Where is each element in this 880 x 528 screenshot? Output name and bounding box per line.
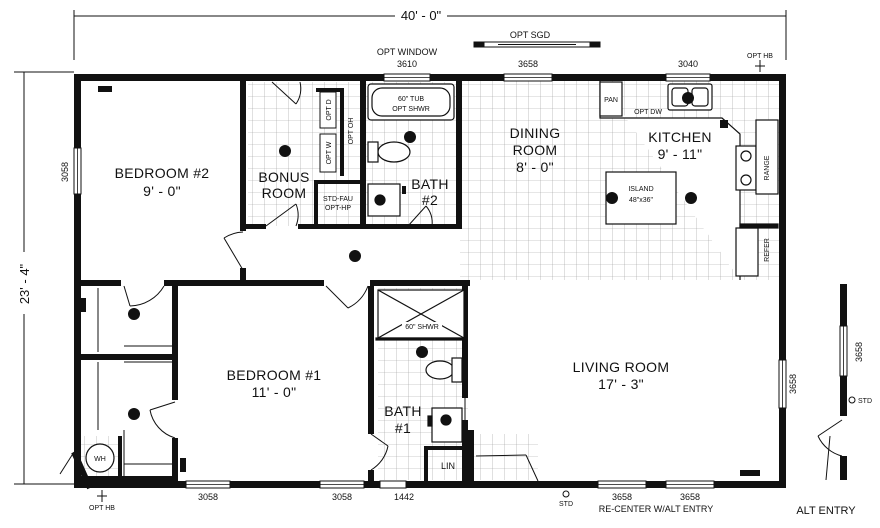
interior-walls: [81, 81, 474, 481]
bonus-line1: BONUS: [258, 169, 309, 185]
entry-tile: [474, 434, 538, 480]
opt-hb-bottom-label: OPT HB: [89, 505, 115, 512]
opt-w-label: OPT W: [326, 141, 333, 164]
window-3610-label: 3610: [397, 59, 417, 69]
fau-label-1: STD-FAU: [323, 196, 353, 203]
tub-opt-label: OPT SHWR: [392, 106, 430, 113]
lin-label: LIN: [441, 461, 455, 471]
window-3658-top-label: 3658: [518, 59, 538, 69]
bonus-line2: ROOM: [262, 185, 307, 201]
width-dimension-text: 40' - 0": [401, 8, 442, 23]
dining-size: 8' - 0": [516, 159, 554, 175]
std-bottom-label: STD: [559, 501, 573, 508]
alt-entry-label: ALT ENTRY: [796, 505, 856, 517]
opt-dw-label: OPT DW: [634, 109, 662, 116]
bedroom2-size: 9' - 0": [143, 183, 181, 199]
bath1-line2: #1: [395, 420, 411, 436]
bedroom2-name: BEDROOM #2: [115, 165, 210, 181]
kitchen-name: KITCHEN: [648, 129, 712, 145]
opt-oh-label: OPT OH: [348, 118, 355, 145]
window-3058-left-label: 3058: [60, 162, 70, 182]
re-center-label: RE-CENTER W/ALT ENTRY: [599, 504, 714, 514]
window-1442-label: 1442: [394, 492, 414, 502]
bath2-line1: BATH: [411, 176, 449, 192]
window-3058-b1-label: 3058: [198, 492, 218, 502]
bedroom1-name: BEDROOM #1: [227, 367, 322, 383]
alt-entry: [817, 284, 848, 481]
wh-label: WH: [94, 456, 106, 463]
depth-label: 23' - 4": [17, 263, 32, 304]
water-heater: [85, 443, 115, 473]
shower-text: 60" SHWR: [405, 324, 439, 331]
fau-label-2: OPT-HP: [325, 205, 351, 212]
kitchen-light: [682, 92, 694, 104]
pan-label: PAN: [604, 97, 618, 104]
doors: [59, 81, 539, 482]
living-size: 17' - 3": [598, 376, 644, 392]
window-3658-b2-label: 3658: [680, 492, 700, 502]
window-3040-label: 3040: [678, 59, 698, 69]
island-size: 48"x36": [629, 197, 654, 204]
opt-window-label: OPT WINDOW: [377, 47, 438, 57]
opt-d-label: OPT D: [326, 99, 333, 120]
kitchen-size: 9' - 11": [658, 146, 703, 162]
bath1-line1: BATH: [384, 403, 422, 419]
hose-bibs: [97, 60, 856, 502]
range-label: RANGE: [764, 155, 771, 180]
switch-markers: [80, 86, 760, 476]
window-3658-b1-label: 3658: [612, 492, 632, 502]
refer-label: REFER: [764, 238, 771, 262]
opt-sgd-label: OPT SGD: [510, 30, 551, 40]
window-3058-b2-label: 3058: [332, 492, 352, 502]
bath2-fixtures: [367, 83, 455, 217]
opt-hb-top-label: OPT HB: [747, 53, 773, 60]
dining-line2: ROOM: [513, 142, 558, 158]
ceiling-lights: [128, 131, 697, 420]
dining-line1: DINING: [510, 125, 561, 141]
tub-label: 60" TUB: [398, 96, 424, 103]
living-name: LIVING ROOM: [573, 359, 670, 375]
bedroom1-size: 11' - 0": [252, 384, 297, 400]
std-right-label: STD: [858, 398, 872, 405]
window-3658-alt-label: 3658: [854, 342, 864, 362]
opt-sgd: [473, 41, 601, 48]
bath2-line2: #2: [422, 192, 438, 208]
closet-shelves: [97, 288, 172, 476]
island-label: ISLAND: [628, 186, 653, 193]
window-3658-right-label: 3658: [788, 374, 798, 394]
